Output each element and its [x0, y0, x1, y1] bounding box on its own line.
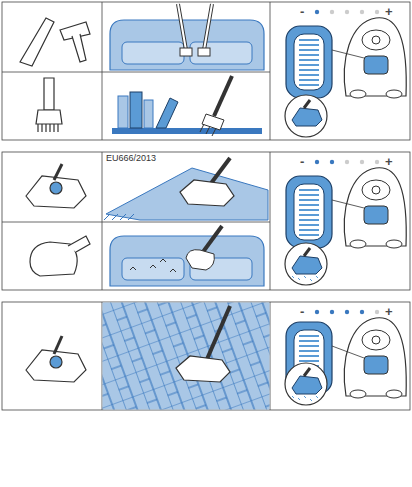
power-min: - — [300, 5, 304, 18]
dusting-brush-tool — [38, 124, 58, 132]
section-frame — [102, 302, 270, 410]
bookshelf-scene — [112, 128, 262, 134]
power-setting — [345, 160, 349, 164]
power-setting — [286, 176, 332, 248]
pet-sofa-scene — [186, 250, 214, 270]
bookshelf-scene — [214, 76, 232, 116]
section-frame — [2, 152, 410, 290]
floor-nozzle — [50, 356, 62, 368]
crevice-and-upholstery-tools — [20, 18, 90, 66]
power-setting — [315, 10, 319, 14]
power-setting — [344, 318, 406, 398]
carpet-scene — [180, 180, 234, 206]
power-setting — [360, 10, 364, 14]
power-setting — [360, 310, 364, 314]
section-frame — [2, 302, 410, 410]
power-setting — [285, 10, 406, 137]
power-max: + — [385, 5, 393, 18]
power-setting — [330, 310, 334, 314]
power-min: - — [300, 155, 304, 168]
power-max: + — [385, 305, 393, 318]
bookshelf-scene — [200, 124, 216, 136]
power-setting — [286, 26, 332, 98]
section-frame — [2, 302, 410, 410]
turbo-brush — [68, 236, 90, 252]
sofa-scene — [178, 4, 212, 50]
dusting-brush-tool — [44, 78, 54, 110]
power-setting — [315, 160, 319, 164]
power-setting — [332, 346, 364, 358]
power-max: + — [385, 155, 393, 168]
bookshelf-scene — [202, 114, 224, 130]
power-setting — [344, 18, 406, 98]
crevice-and-upholstery-tools — [72, 34, 86, 62]
floor-nozzle — [54, 336, 62, 354]
sofa-scene — [178, 4, 212, 50]
floor-nozzle — [50, 182, 62, 194]
floor-nozzle — [26, 164, 86, 208]
hard-floor-scene — [204, 306, 230, 366]
floor-nozzle — [54, 164, 62, 180]
power-setting — [285, 363, 327, 405]
dusting-brush-tool — [36, 78, 62, 132]
sofa-scene — [198, 48, 210, 56]
pet-sofa-scene — [110, 236, 264, 286]
power-setting — [285, 95, 327, 137]
section-frame — [2, 152, 410, 290]
carpet-scene — [106, 168, 268, 220]
power-setting — [292, 396, 318, 401]
sofa-scene — [110, 4, 264, 70]
power-setting — [375, 10, 379, 14]
hard-floor-scene — [176, 356, 230, 382]
pet-sofa-scene — [110, 226, 264, 286]
crevice-and-upholstery-tools — [20, 18, 54, 66]
power-setting — [345, 10, 349, 14]
regulation-note: EU666/2013 — [106, 154, 156, 163]
section-frame — [2, 2, 270, 140]
power-setting — [375, 160, 379, 164]
carpet-scene — [104, 158, 268, 220]
bookshelf-scene — [156, 98, 178, 128]
power-setting — [375, 310, 379, 314]
power-setting — [332, 50, 364, 58]
bookshelf-scene — [118, 96, 128, 128]
pet-sofa-scene — [130, 259, 176, 272]
sofa-scene — [180, 48, 192, 56]
dusting-brush-tool — [36, 110, 62, 124]
power-min: - — [300, 305, 304, 318]
section-frame — [2, 2, 410, 140]
power-setting — [285, 243, 327, 285]
power-setting — [332, 200, 364, 208]
carpet-scene — [104, 214, 134, 220]
section-frame — [2, 152, 270, 290]
power-setting — [292, 276, 318, 281]
floor-nozzle — [26, 336, 86, 382]
bookshelf-scene — [130, 92, 142, 128]
power-setting — [360, 160, 364, 164]
power-setting — [330, 160, 334, 164]
power-setting — [345, 310, 349, 314]
turbo-brush — [30, 236, 90, 276]
power-setting — [344, 168, 406, 248]
power-setting — [330, 10, 334, 14]
floor-nozzle — [26, 350, 86, 382]
section-frame — [2, 2, 410, 140]
power-setting — [285, 160, 406, 285]
hard-floor-scene — [103, 303, 270, 410]
hard-floor-scene — [103, 303, 270, 410]
bookshelf-scene — [144, 100, 153, 128]
floor-nozzle — [26, 176, 86, 208]
bookshelf-scene — [112, 76, 262, 136]
power-setting — [285, 310, 406, 405]
power-setting — [315, 310, 319, 314]
